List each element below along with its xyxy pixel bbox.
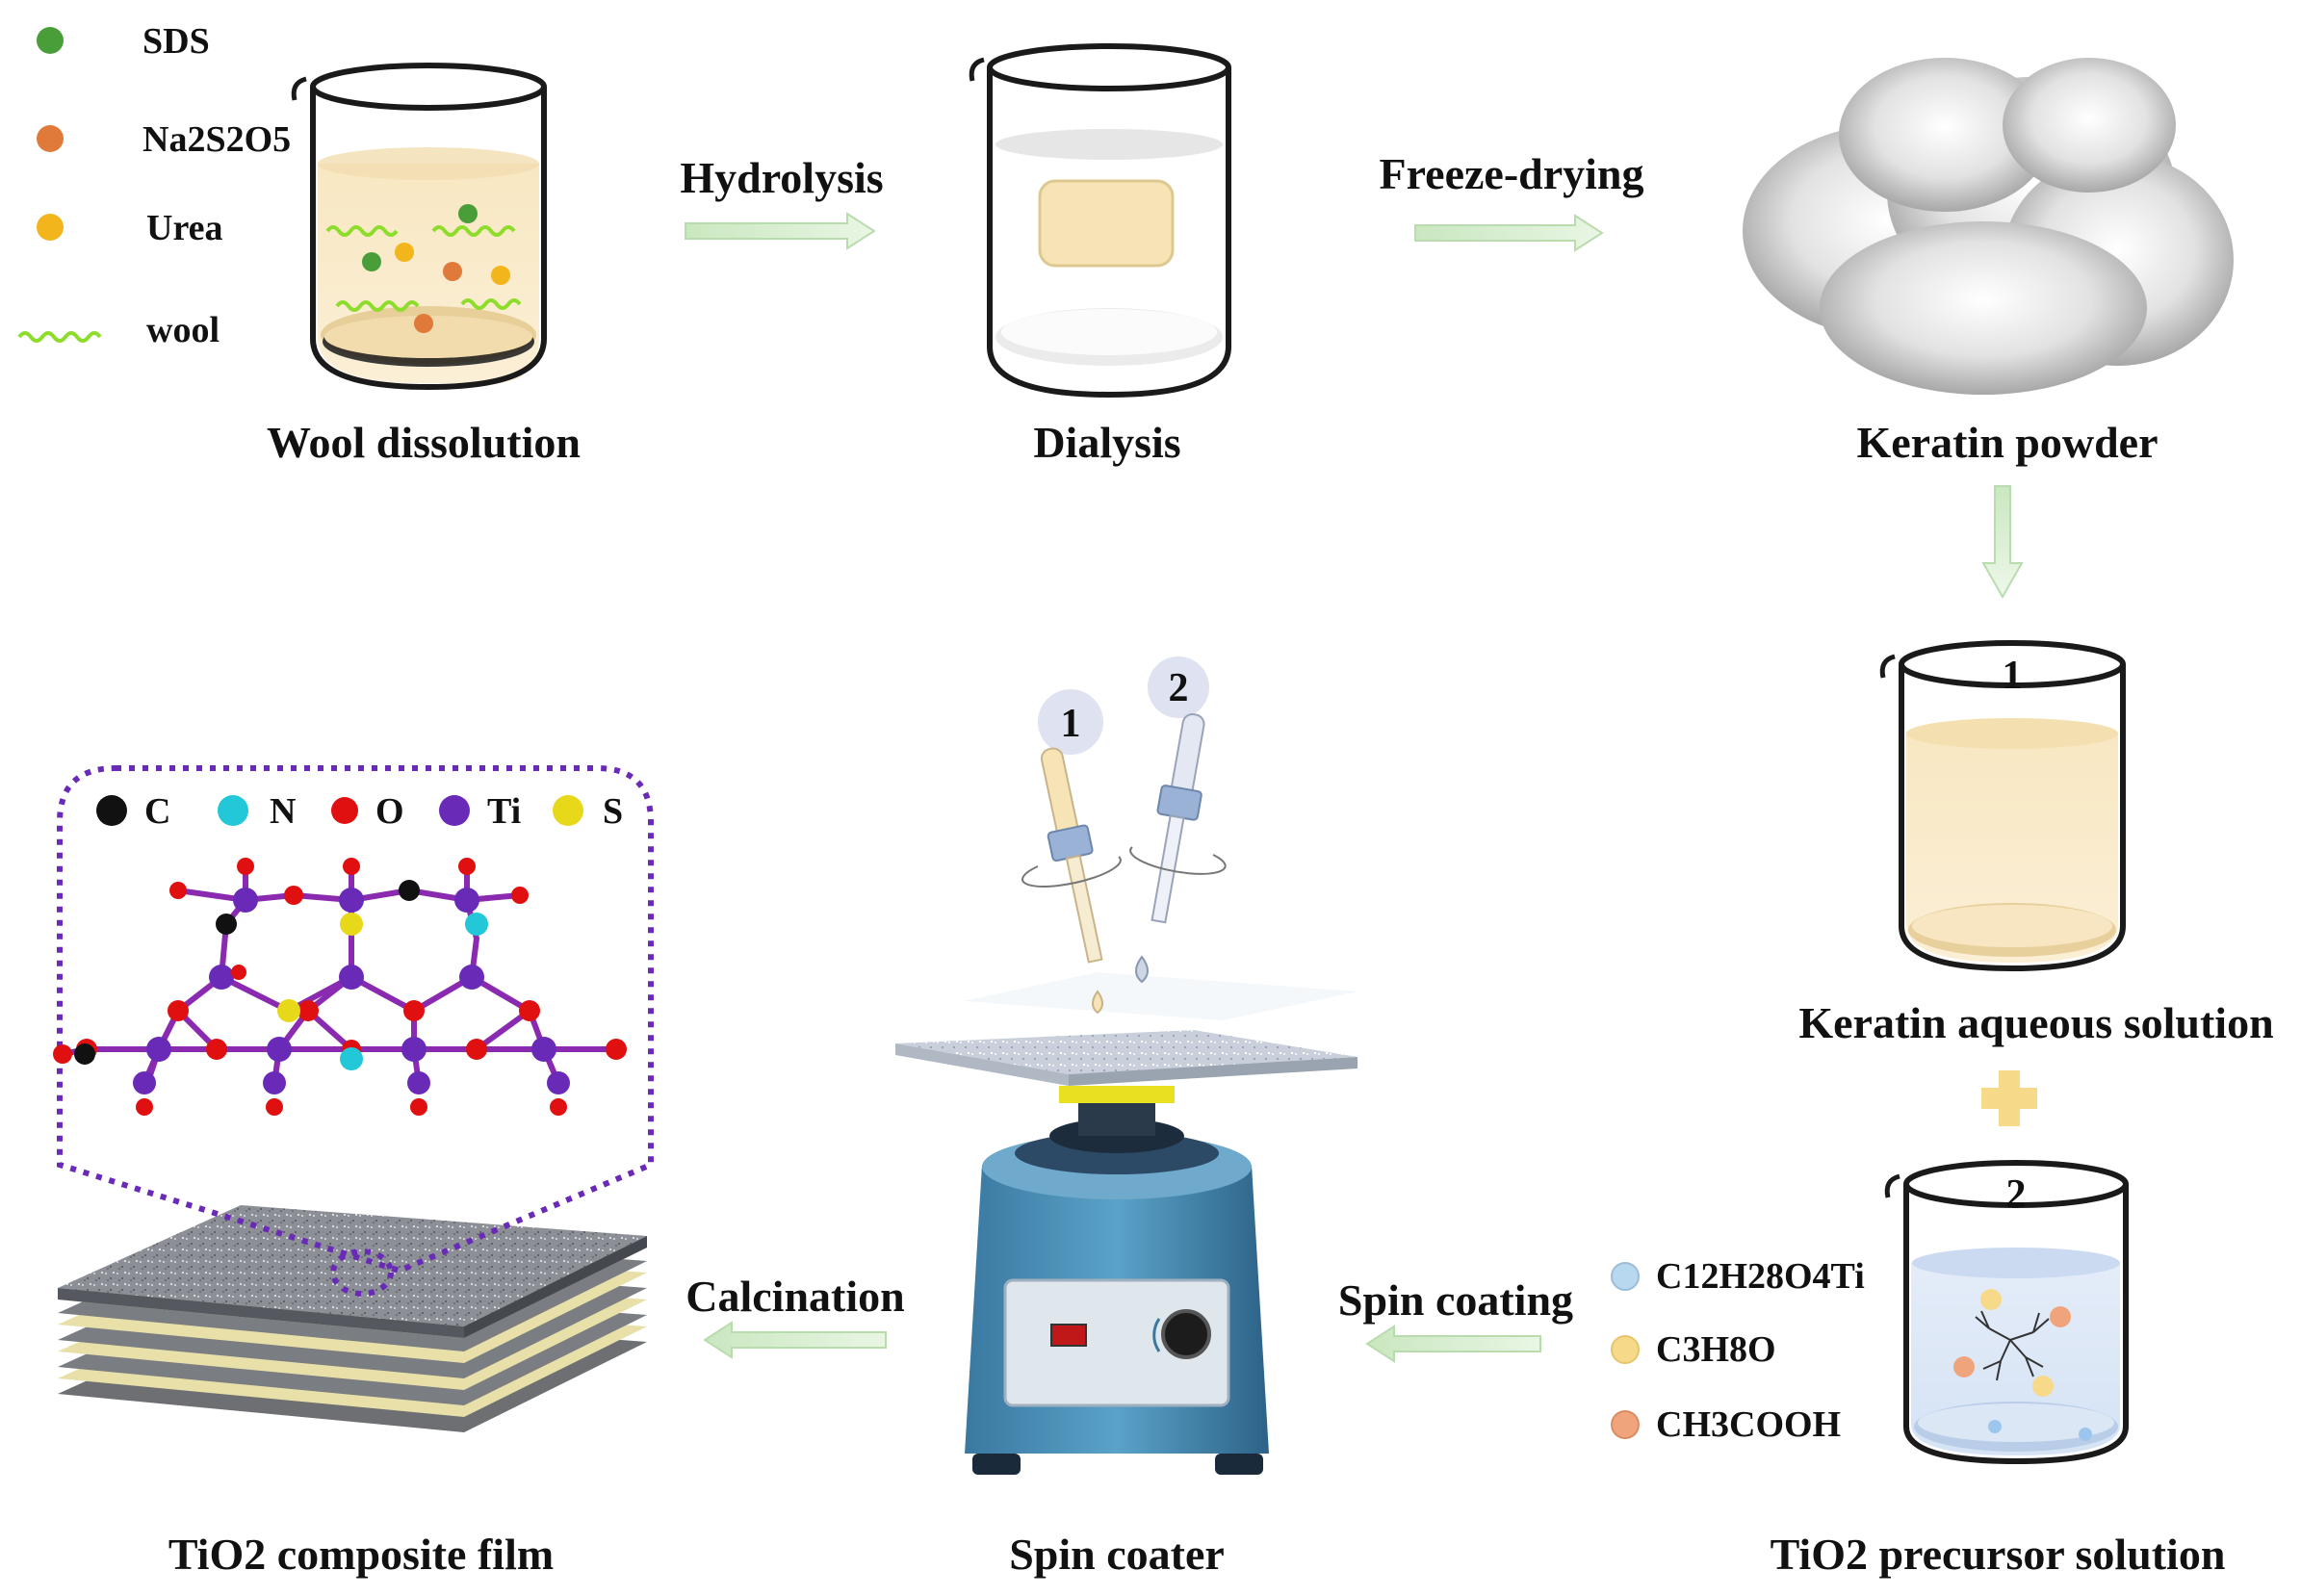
legend-wool-label: wool	[146, 310, 220, 350]
legend-urea-dot	[37, 214, 64, 241]
composite-film-stack	[58, 1205, 647, 1432]
molecular-structure	[53, 858, 627, 1116]
keratin-powder-label: Keratin powder	[1856, 418, 2158, 467]
precursor-ch3cooh-label: CH3COOH	[1656, 1404, 1841, 1445]
dialysis-bag	[1038, 179, 1175, 268]
dialysis-beaker	[969, 43, 1231, 399]
atom-legend: C N O Ti S	[96, 791, 623, 832]
calcination-arrow	[703, 1321, 887, 1359]
wool-dissolution-label: Wool dissolution	[267, 418, 581, 467]
dropper-1-number: 1	[1061, 702, 1081, 746]
atoms-nitrogen	[340, 913, 488, 1070]
legend-top: SDS Na2S2O5 Urea wool	[17, 21, 291, 350]
hydrolysis-arrow	[685, 212, 876, 250]
precursor-legend: C12H28O4Ti C3H8O CH3COOH	[1611, 1256, 1865, 1445]
atom-legend-s: S	[603, 791, 623, 832]
zoom-callout	[57, 765, 654, 1297]
tio2-composite-film-label: TiO2 composite film	[168, 1530, 554, 1579]
calcination-label: Calcination	[685, 1272, 904, 1321]
tio2-precursor-solution-label: TiO2 precursor solution	[1771, 1530, 2226, 1579]
atoms-titanium	[133, 888, 570, 1094]
spin-coating-arrow	[1365, 1325, 1541, 1363]
dropper-2-number: 2	[1169, 666, 1189, 710]
atom-legend-ti: Ti	[487, 791, 521, 832]
atom-legend-n: N	[270, 791, 296, 832]
legend-urea-label: Urea	[146, 208, 223, 248]
dialysis-label: Dialysis	[1033, 418, 1180, 467]
speed-knob-icon	[1161, 1309, 1211, 1359]
power-switch	[1050, 1324, 1087, 1347]
spin-coating-label: Spin coating	[1338, 1275, 1573, 1325]
keratin-powder-cloud	[1743, 58, 2234, 395]
legend-sds-dot	[37, 27, 64, 54]
atom-legend-c: C	[144, 791, 170, 832]
legend-na2s2o5-label: Na2S2O5	[142, 119, 291, 160]
legend-wool-squiggle	[17, 331, 102, 343]
spin-coater-panel	[1003, 1278, 1230, 1407]
wool-dissolution-beaker	[291, 63, 547, 391]
spin-coater-label: Spin coater	[1009, 1530, 1225, 1579]
down-arrow	[1981, 485, 2024, 600]
beaker-2-number: 2	[2006, 1172, 2027, 1217]
precursor-c3h8o-label: C3H8O	[1656, 1329, 1776, 1370]
dropper-2	[1129, 656, 1227, 984]
freeze-drying-label: Freeze-drying	[1379, 149, 1643, 198]
legend-na2s2o5-dot	[37, 125, 64, 152]
beaker-2-tio2-precursor	[1884, 1160, 2129, 1465]
legend-sds-label: SDS	[142, 21, 210, 62]
precursor-c12h28o4ti-label: C12H28O4Ti	[1656, 1256, 1865, 1297]
hydrolysis-label: Hydrolysis	[680, 153, 883, 202]
plus-icon	[1981, 1070, 2037, 1126]
spin-coater	[895, 972, 1357, 1475]
atoms-carbon	[74, 880, 420, 1065]
keratin-aqueous-solution-label: Keratin aqueous solution	[1798, 998, 2273, 1047]
atoms-oxygen	[53, 858, 627, 1116]
dropper-1	[1021, 689, 1122, 1015]
atoms-sulfur	[277, 913, 363, 1022]
atom-legend-o: O	[375, 791, 404, 832]
beaker-1-number: 1	[2003, 654, 2023, 698]
freeze-drying-arrow	[1414, 214, 1604, 252]
beaker-1-keratin-solution	[1879, 640, 2126, 972]
